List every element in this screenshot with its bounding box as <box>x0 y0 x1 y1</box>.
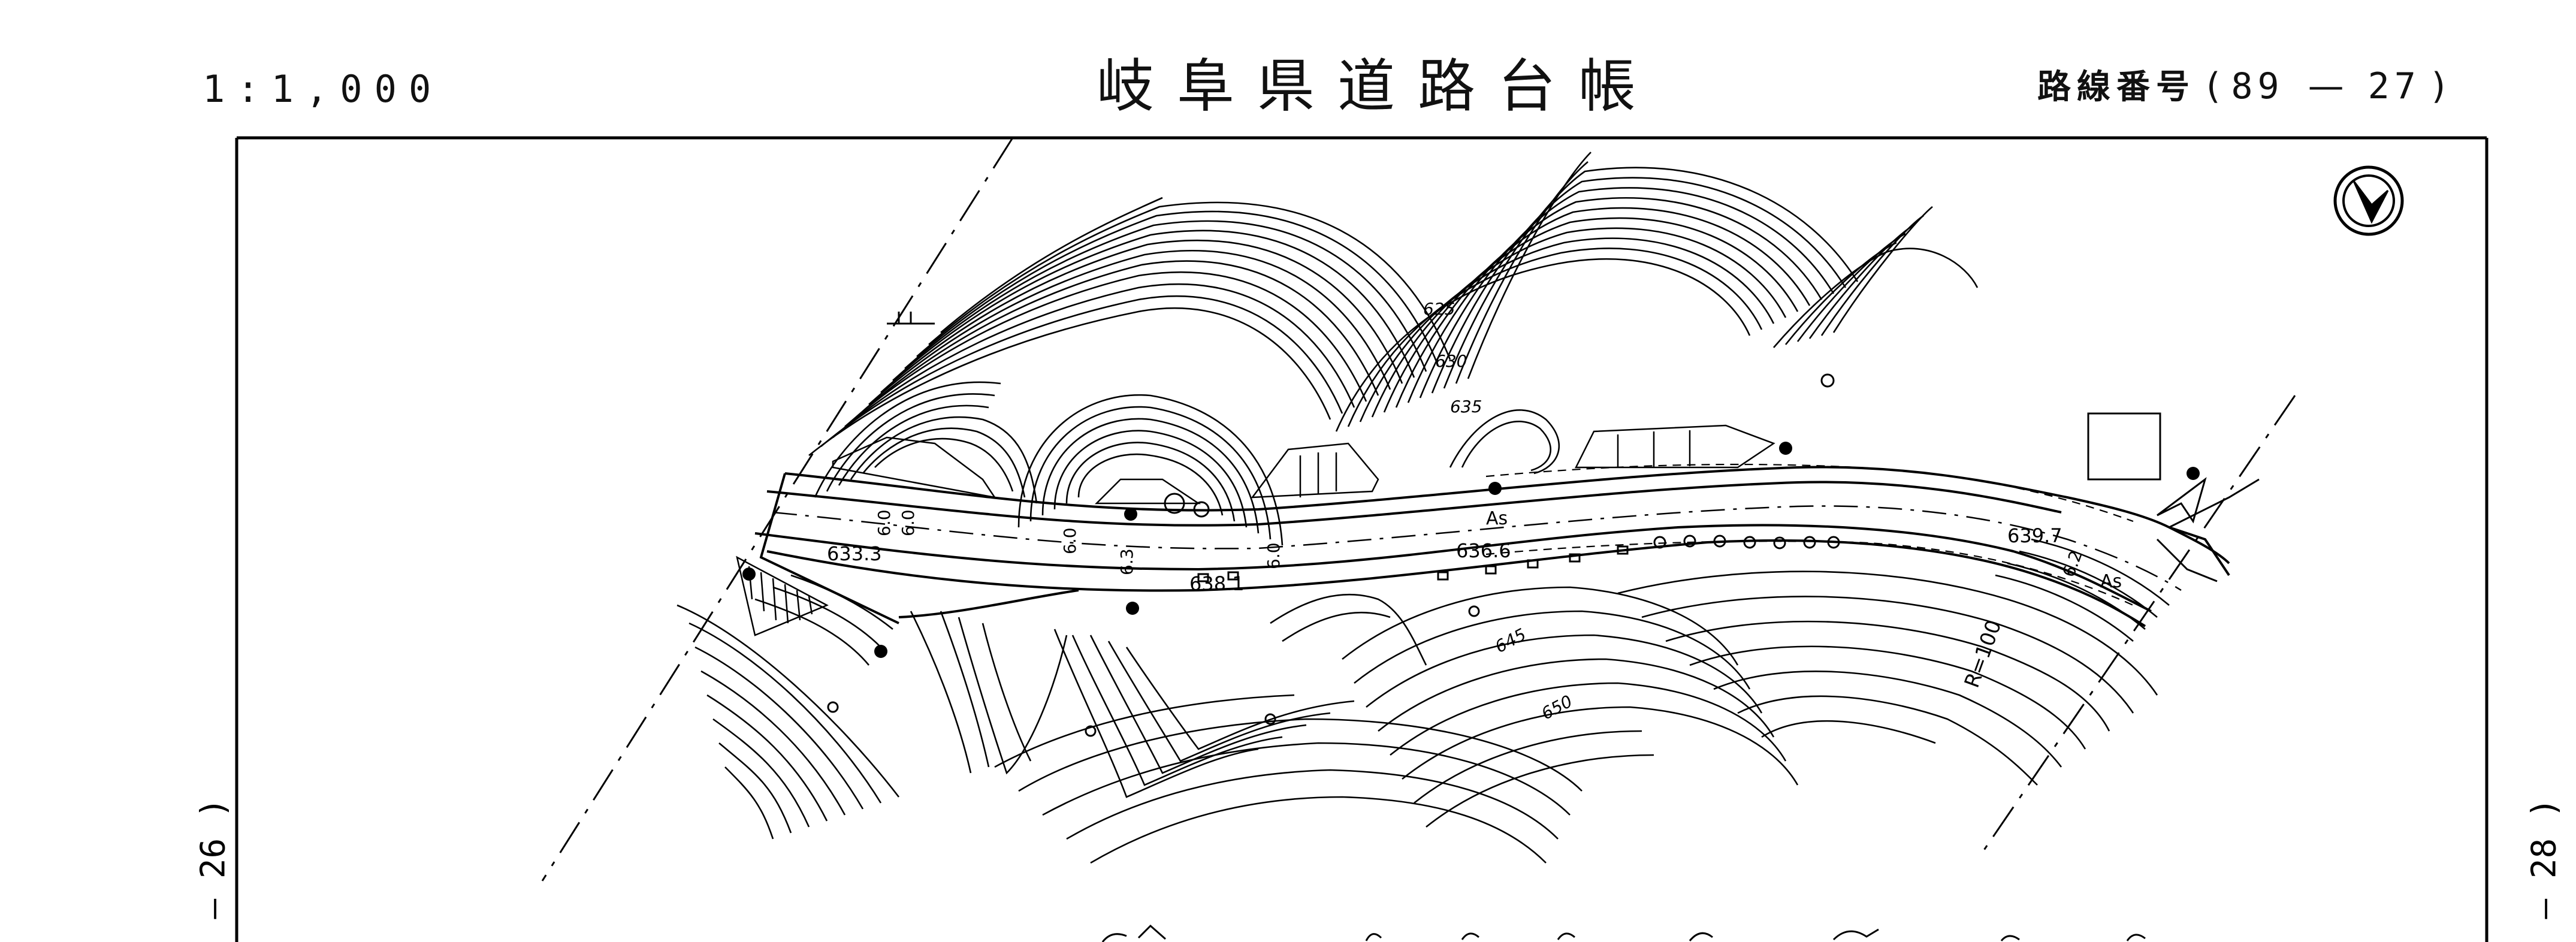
route-number-a: 89 <box>2231 65 2284 107</box>
route-number: 路線番号 (89 — 27) <box>2037 60 2456 108</box>
north-arrow-icon <box>2333 165 2404 236</box>
map-labels: As As 633.3 638.1 636.6 639.7 625 630 63… <box>827 299 2122 724</box>
route-close-paren: ) <box>2431 65 2446 107</box>
elevation-label: 638.1 <box>1189 572 1245 595</box>
road-width-label: 6.0 <box>1264 542 1284 569</box>
contour-label: 625 <box>1423 299 1455 319</box>
contour-label: 630 <box>1435 351 1467 371</box>
contour-label: 650 <box>1538 691 1576 723</box>
elevation-label: 633.3 <box>827 542 882 565</box>
road-centerline <box>772 505 2182 591</box>
road-width-label: 6.0 <box>898 509 918 536</box>
route-number-label: 路線番号 <box>2037 68 2196 107</box>
contour-label: 635 <box>1450 397 1482 416</box>
route-open-paren: ( <box>2206 65 2221 107</box>
roadside-features <box>827 312 2207 737</box>
side-road <box>2156 478 2260 582</box>
survey-points <box>742 442 2200 658</box>
road-width-label: 6.2 <box>2059 548 2086 579</box>
contour-lines <box>677 152 2170 864</box>
map-scale: 1:1,000 <box>203 67 443 111</box>
route-number-dash: — <box>2308 65 2344 107</box>
route-number-b: 27 <box>2367 65 2421 107</box>
section-boundaries <box>541 137 2296 881</box>
slope-hatching <box>736 424 1775 636</box>
road-guardrail <box>1485 463 2134 606</box>
elevation-label: 636.6 <box>1456 539 1511 562</box>
map-frame <box>235 136 2489 942</box>
road-surface-label: As <box>1486 508 1508 529</box>
road-width-label: 6.0 <box>1060 527 1080 554</box>
bottom-text-hint <box>1101 924 2146 942</box>
elevation-label: 639.7 <box>2007 524 2062 547</box>
page-title: 岐阜県道路台帳 <box>1097 53 1659 120</box>
road-width-label: 6.3 <box>1117 548 1137 575</box>
contour-label: 645 <box>1492 624 1530 657</box>
road-surface-label-east: As <box>2100 571 2122 592</box>
road-width-label: 6.0 <box>874 509 894 536</box>
